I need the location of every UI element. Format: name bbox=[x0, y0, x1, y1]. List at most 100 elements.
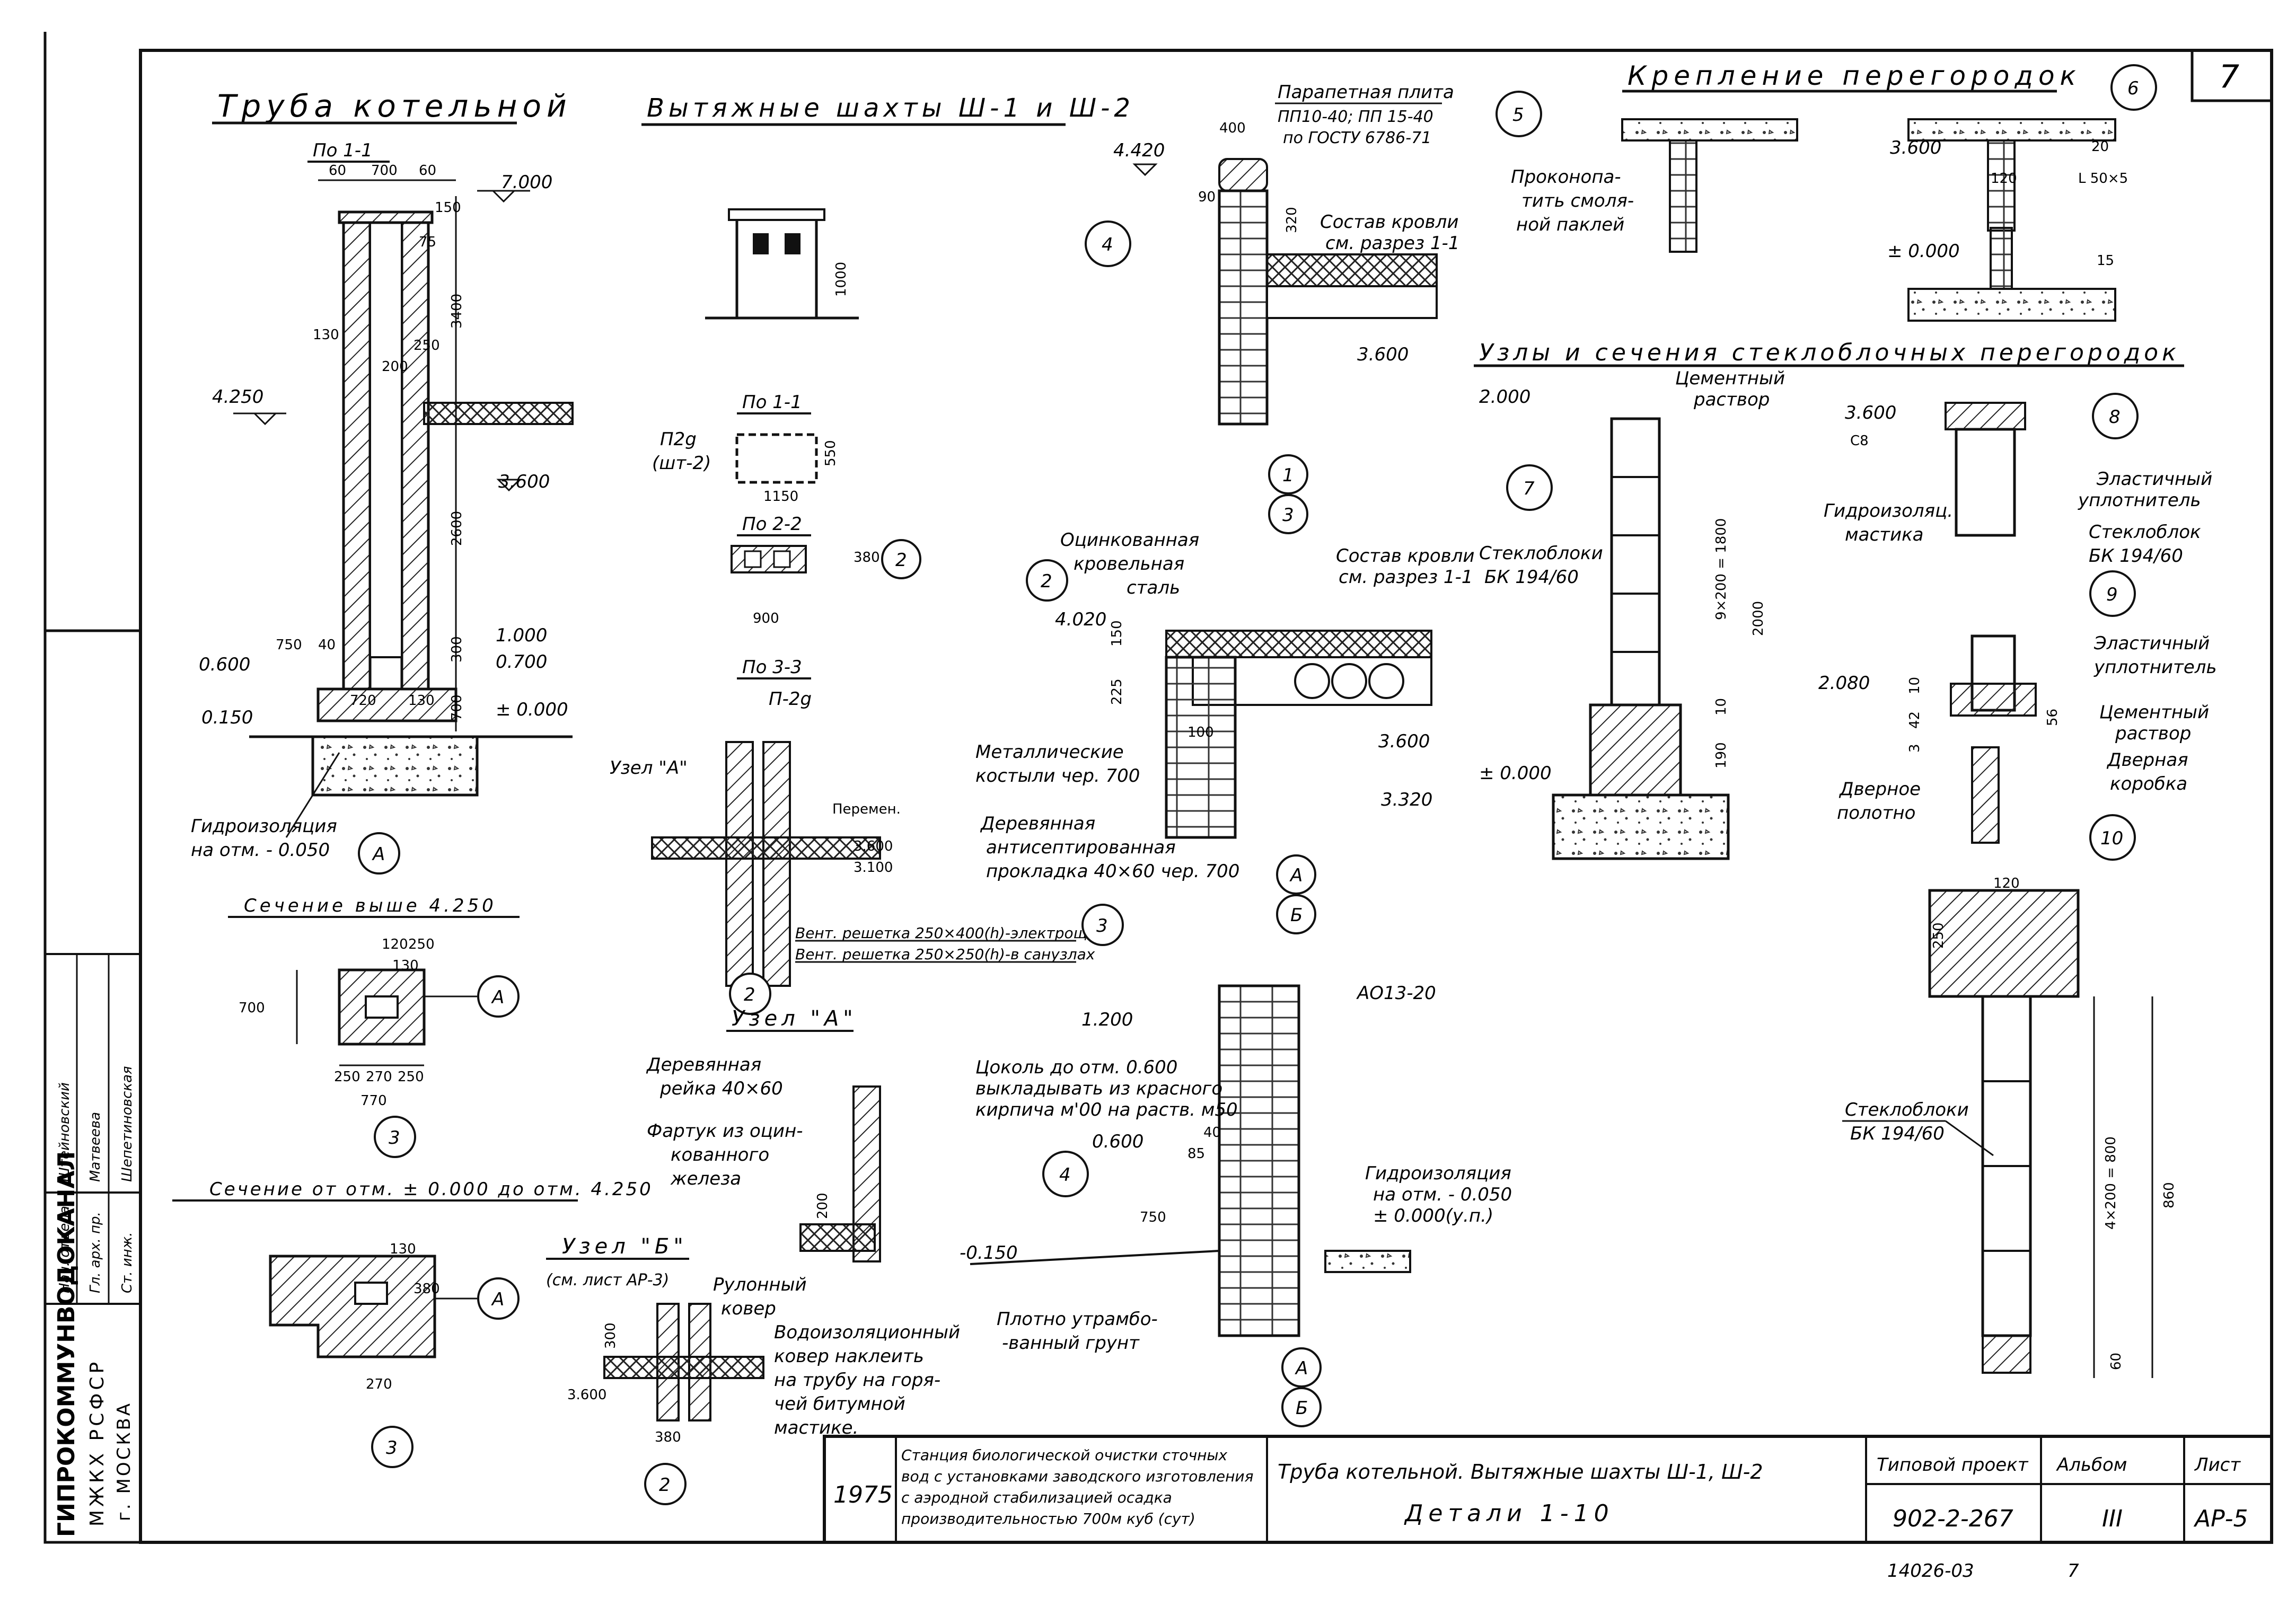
note-hydro-mastic-2: мастика bbox=[1845, 524, 1923, 545]
callout-5-label: 5 bbox=[1512, 104, 1524, 126]
note-elastic-8: Эластичный bbox=[2096, 469, 2212, 490]
callout-2-shaft bbox=[881, 539, 921, 579]
mark-0000c: ± 0.000(у.п.) bbox=[1373, 1205, 1493, 1226]
dim-200: 200 bbox=[382, 359, 408, 375]
p2g-label: П2g bbox=[660, 429, 697, 450]
uzel-a-detail: Узел "А" Деревянная рейка 40×60 Фартук и… bbox=[646, 1006, 881, 1319]
mark-7000: 7.000 bbox=[501, 172, 552, 193]
note-compact: Плотно утрамбо- bbox=[997, 1309, 1158, 1330]
note-roof-comp: Состав кровли bbox=[1320, 211, 1459, 233]
dim-15: 15 bbox=[2097, 253, 2114, 269]
sheet-title: Труба котельной. Вытяжные шахты Ш-1, Ш-2 bbox=[1278, 1460, 1763, 1484]
dim-85: 85 bbox=[1187, 1146, 1205, 1162]
mark-0000: ± 0.000 bbox=[496, 699, 568, 720]
shaft-cut-33: По 3-3 bbox=[742, 657, 802, 678]
album-label: Альбом bbox=[2056, 1454, 2127, 1476]
note-parapet: Парапетная плита bbox=[1278, 82, 1454, 103]
dim-120: 120 bbox=[382, 937, 408, 952]
title-year: 1975 bbox=[833, 1481, 893, 1508]
dim-300: 300 bbox=[449, 636, 465, 663]
partitions-title: Крепление перегородок bbox=[1628, 60, 2081, 91]
dim-190: 190 bbox=[1713, 742, 1729, 769]
dim-1150: 1150 bbox=[763, 489, 798, 505]
note-door-leaf-2: полотно bbox=[1837, 802, 1915, 824]
note-wood-rail-2: рейка 40×60 bbox=[659, 1078, 783, 1099]
dim-200-uzel: 200 bbox=[815, 1193, 831, 1219]
dim-120-top10: 120 bbox=[1993, 876, 2020, 891]
mark-m0150: -0.150 bbox=[960, 1242, 1018, 1264]
callout-3-sec2-label: 3 bbox=[386, 1437, 398, 1459]
note-hydro-chimney-2: на отм. - 0.050 bbox=[191, 840, 330, 861]
callout-A-chimney bbox=[358, 832, 400, 875]
callout-4-upper bbox=[1085, 220, 1131, 267]
dim-4x200: 4×200 = 800 bbox=[2103, 1136, 2119, 1230]
chimney-wall-right bbox=[400, 221, 430, 691]
note-cement-top-2: раствор bbox=[1693, 389, 1770, 410]
callout-9-label: 9 bbox=[2106, 584, 2118, 605]
dim-700: 700 bbox=[371, 163, 398, 179]
shaft-cut-22: По 2-2 bbox=[742, 514, 802, 535]
dim-150: 150 bbox=[435, 200, 461, 216]
dim-270-lower: 270 bbox=[366, 1069, 392, 1085]
stamp-city: г. МОСКВА bbox=[113, 1401, 135, 1521]
callout-2-shaft-bottom bbox=[729, 973, 771, 1015]
dim-860: 860 bbox=[2161, 1182, 2177, 1208]
callout-4-lower bbox=[1042, 1151, 1089, 1197]
note-cement-top: Цементный bbox=[1675, 368, 1785, 389]
mark-3600f: 3.600 bbox=[1890, 137, 1941, 158]
dim-150-eaves: 150 bbox=[1109, 620, 1125, 647]
typ-value: 902-2-267 bbox=[1893, 1505, 2013, 1532]
callout-A-plinth-label: А bbox=[1295, 1358, 1308, 1379]
callout-2-shaft-bottom-label: 2 bbox=[744, 984, 755, 1005]
mark-1200: 1.200 bbox=[1081, 1009, 1133, 1030]
note-wood-rail: Деревянная bbox=[646, 1054, 761, 1075]
mark-3600-glass: 3.600 bbox=[1845, 402, 1896, 423]
mark-3100: 3.100 bbox=[854, 860, 893, 876]
note-plinth-2: выкладывать из красного bbox=[975, 1078, 1222, 1099]
note-waterproof-4: чей битумной bbox=[774, 1393, 905, 1415]
mark-4250: 4.250 bbox=[212, 386, 263, 408]
callout-10 bbox=[2089, 814, 2136, 861]
callout-2-uzelb-label: 2 bbox=[659, 1474, 671, 1496]
note-cement-9: Цементный bbox=[2099, 702, 2209, 723]
title-desc-4: производительностью 700м куб (сут) bbox=[901, 1510, 1195, 1527]
note-glassblock-8: Стеклоблок bbox=[2089, 522, 2201, 543]
dim-60: 60 bbox=[329, 163, 346, 179]
dim-120-part: 120 bbox=[1991, 171, 2017, 187]
callout-3-shaft bbox=[1081, 904, 1124, 946]
note-roof-ref-2: см. разрез 1-1 bbox=[1339, 567, 1473, 588]
uzel-b-detail: Узел "Б" (см. лист АР-3) 300 3.600 380 2… bbox=[546, 1234, 960, 1505]
callout-6-label: 6 bbox=[2127, 78, 2139, 99]
dim-2600: 2600 bbox=[449, 511, 465, 546]
mark-4420: 4.420 bbox=[1113, 140, 1165, 161]
dim-750-plinth: 750 bbox=[1140, 1209, 1166, 1225]
glass-block-partitions: Узлы и сечения стеклоблочных перегородок… bbox=[1474, 339, 2217, 1378]
mark-3600e: 3.600 bbox=[1378, 731, 1430, 752]
note-roof-ref: см. разрез 1-1 bbox=[1325, 233, 1459, 254]
callout-A-sec1 bbox=[477, 975, 520, 1018]
mark-0600b: 0.600 bbox=[1092, 1131, 1143, 1152]
mark-0150: 0.150 bbox=[201, 707, 253, 728]
dim-10-9: 10 bbox=[1907, 677, 1923, 694]
mark-3600c: 3.600 bbox=[567, 1387, 606, 1403]
callout-3-sec2 bbox=[371, 1426, 414, 1468]
note-proconop-2: тить смоля- bbox=[1521, 190, 1634, 211]
dim-250: 250 bbox=[414, 338, 440, 354]
note-door-frame-2: коробка bbox=[2110, 773, 2187, 794]
dim-1000: 1000 bbox=[833, 262, 849, 297]
mark-3320: 3.320 bbox=[1381, 789, 1432, 810]
dim-270-between: 270 bbox=[366, 1376, 392, 1392]
dim-10: 10 bbox=[1713, 698, 1729, 716]
sheet-subtitle: Детали 1-10 bbox=[1404, 1500, 1614, 1527]
dim-40-plinth: 40 bbox=[1203, 1125, 1221, 1141]
eaves-detail-2: Оцинкованная кровельная сталь Состав кро… bbox=[975, 529, 1475, 934]
title-block: 1975 Станция биологической очистки сточн… bbox=[823, 1435, 2273, 1544]
note-metal-crutch-2: костыли чер. 700 bbox=[975, 765, 1140, 787]
note-door-frame: Дверная bbox=[2106, 749, 2188, 771]
section-above-title: Сечение выше 4.250 bbox=[244, 895, 497, 916]
callout-2-eaves-label: 2 bbox=[1041, 571, 1052, 592]
dim-250-upper: 250 bbox=[408, 937, 435, 952]
dim-3: 3 bbox=[1907, 744, 1923, 753]
dim-380-uzelb: 380 bbox=[655, 1429, 681, 1445]
